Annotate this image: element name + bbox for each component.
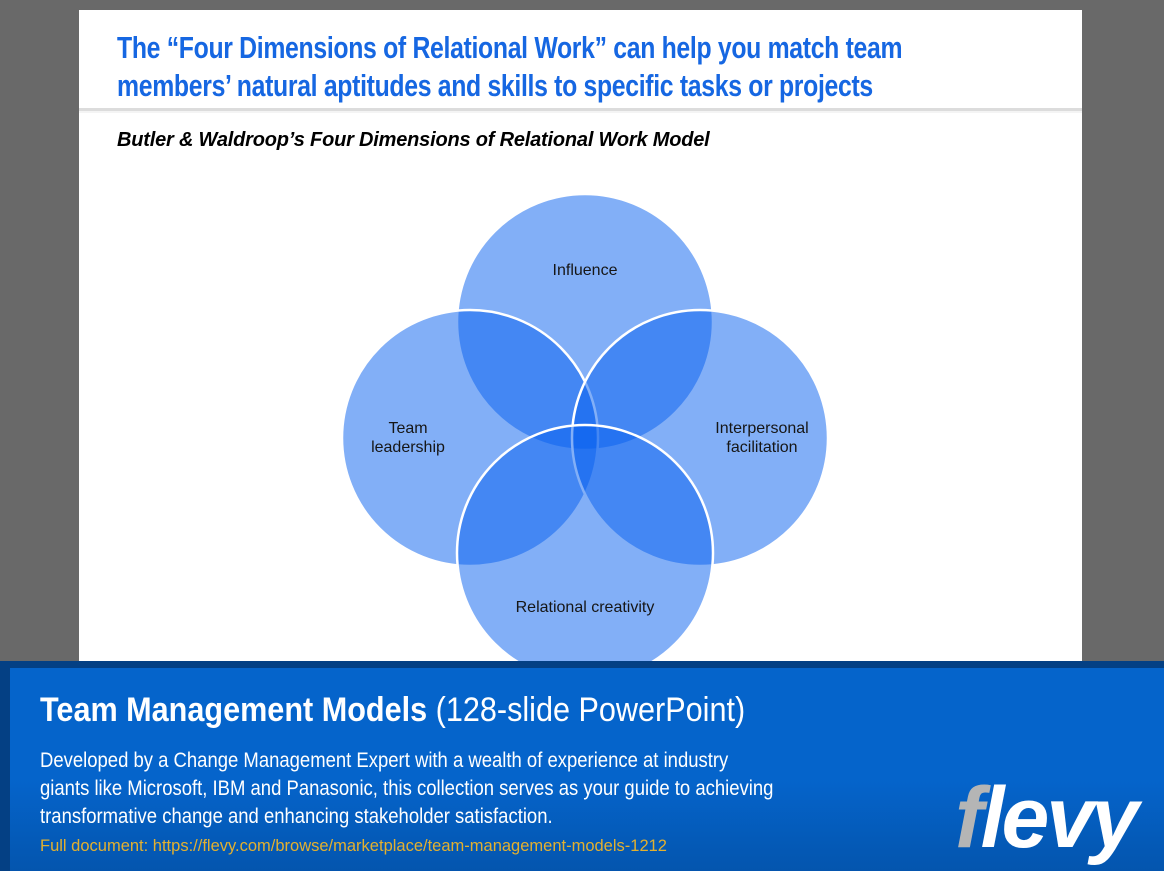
venn-circle-relational-creativity <box>455 423 715 661</box>
banner-description-line-1: Developed by a Change Management Expert … <box>40 749 729 772</box>
slide-title-line-2: members’ natural aptitudes and skills to… <box>117 68 873 103</box>
flevy-logo: flevy <box>955 775 1139 861</box>
venn-diagram <box>340 192 830 661</box>
venn-label-influence: Influence <box>552 262 618 279</box>
promo-banner-inner: Team Management Models (128-slide PowerP… <box>10 668 1164 871</box>
banner-description-line-3: transformative change and enhancing stak… <box>40 805 553 828</box>
venn-label-relational-creativity: Relational creativity <box>515 599 655 616</box>
promo-banner: Team Management Models (128-slide PowerP… <box>0 661 1164 871</box>
banner-title-suffix: (128-slide PowerPoint) <box>435 691 746 729</box>
venn-label-inter-line2: facilitation <box>726 438 798 456</box>
venn-label-team-line2: leadership <box>371 438 445 456</box>
slide-subtitle: Butler & Waldroop’s Four Dimensions of R… <box>117 129 710 151</box>
venn-label-inter-line1: Interpersonal <box>715 420 809 437</box>
venn-label-team-line1: Team <box>388 420 428 437</box>
flevy-logo-levy: levy <box>980 770 1139 866</box>
banner-title: Team Management Models (128-slide PowerP… <box>40 689 745 731</box>
slide-title-line-1: The “Four Dimensions of Relational Work”… <box>117 30 903 65</box>
venn-label-interpersonal-facilitation: Interpersonal facilitation <box>662 420 862 457</box>
flevy-logo-f: f <box>954 770 984 866</box>
banner-title-bold: Team Management Models <box>40 691 428 729</box>
banner-description-line-2: giants like Microsoft, IBM and Panasonic… <box>40 777 774 800</box>
slide-preview: The “Four Dimensions of Relational Work”… <box>79 10 1082 661</box>
banner-description: Developed by a Change Management Expert … <box>40 747 773 831</box>
slide-title: The “Four Dimensions of Relational Work”… <box>117 29 903 105</box>
venn-label-team-leadership: Team leadership <box>308 420 508 457</box>
title-divider <box>79 108 1082 113</box>
full-document-link[interactable]: Full document: https://flevy.com/browse/… <box>40 837 667 855</box>
